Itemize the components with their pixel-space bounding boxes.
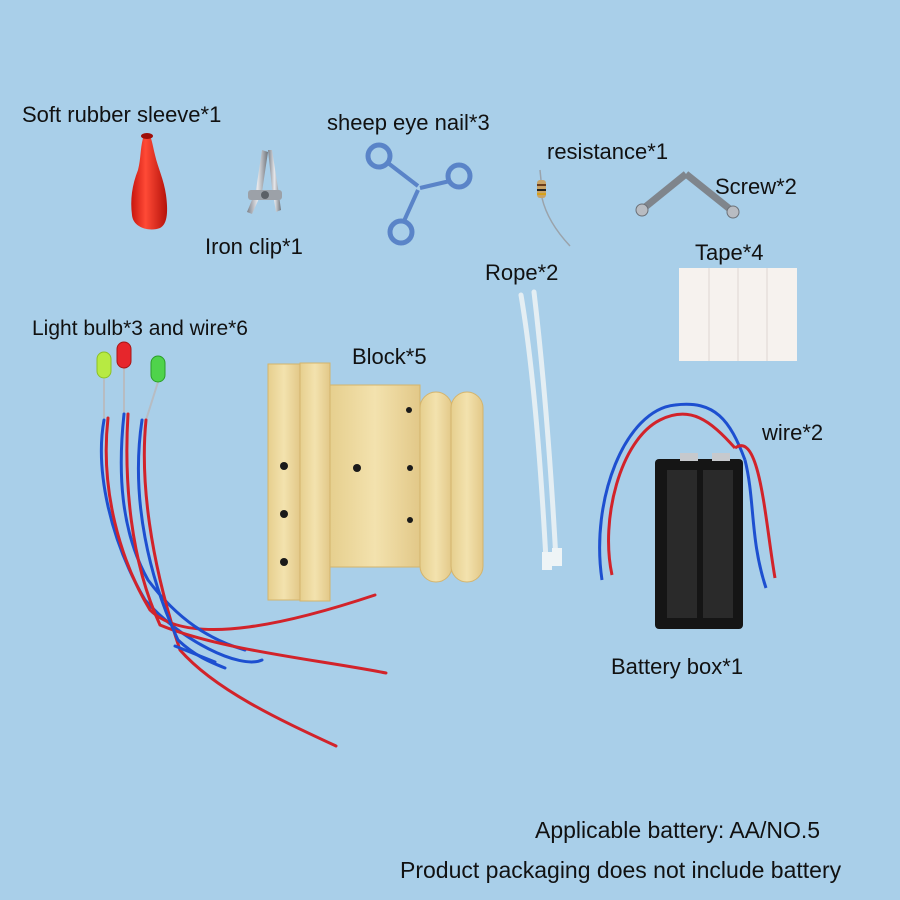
block-label: Block*5 <box>352 344 427 369</box>
eye-nails <box>365 142 473 246</box>
cable-ties <box>518 289 562 570</box>
rope-label: Rope*2 <box>485 260 559 285</box>
rubber-sleeve-label: Soft rubber sleeve*1 <box>22 102 222 127</box>
battery-box-label: Battery box*1 <box>611 654 744 679</box>
battery-box <box>598 402 777 629</box>
eye-nail-label: sheep eye nail*3 <box>327 110 490 135</box>
tape-label: Tape*4 <box>695 240 764 265</box>
iron-clip-label: Iron clip*1 <box>205 234 303 259</box>
rubber-sleeve <box>131 133 168 230</box>
wire-label: wire*2 <box>762 420 824 445</box>
screw-label: Screw*2 <box>715 174 797 199</box>
resistor <box>537 169 571 247</box>
bulbs-wire-label: Light bulb*3 and wire*6 <box>32 317 248 340</box>
tape-pads <box>679 268 797 361</box>
screws <box>635 171 740 219</box>
wooden-blocks <box>267 362 484 602</box>
resistance-label: resistance*1 <box>547 139 669 164</box>
wire-bits <box>173 644 217 664</box>
packaging-note: Product packaging does not include batte… <box>400 857 842 883</box>
iron-clip <box>247 150 282 214</box>
battery-type-note: Applicable battery: AA/NO.5 <box>535 817 821 843</box>
